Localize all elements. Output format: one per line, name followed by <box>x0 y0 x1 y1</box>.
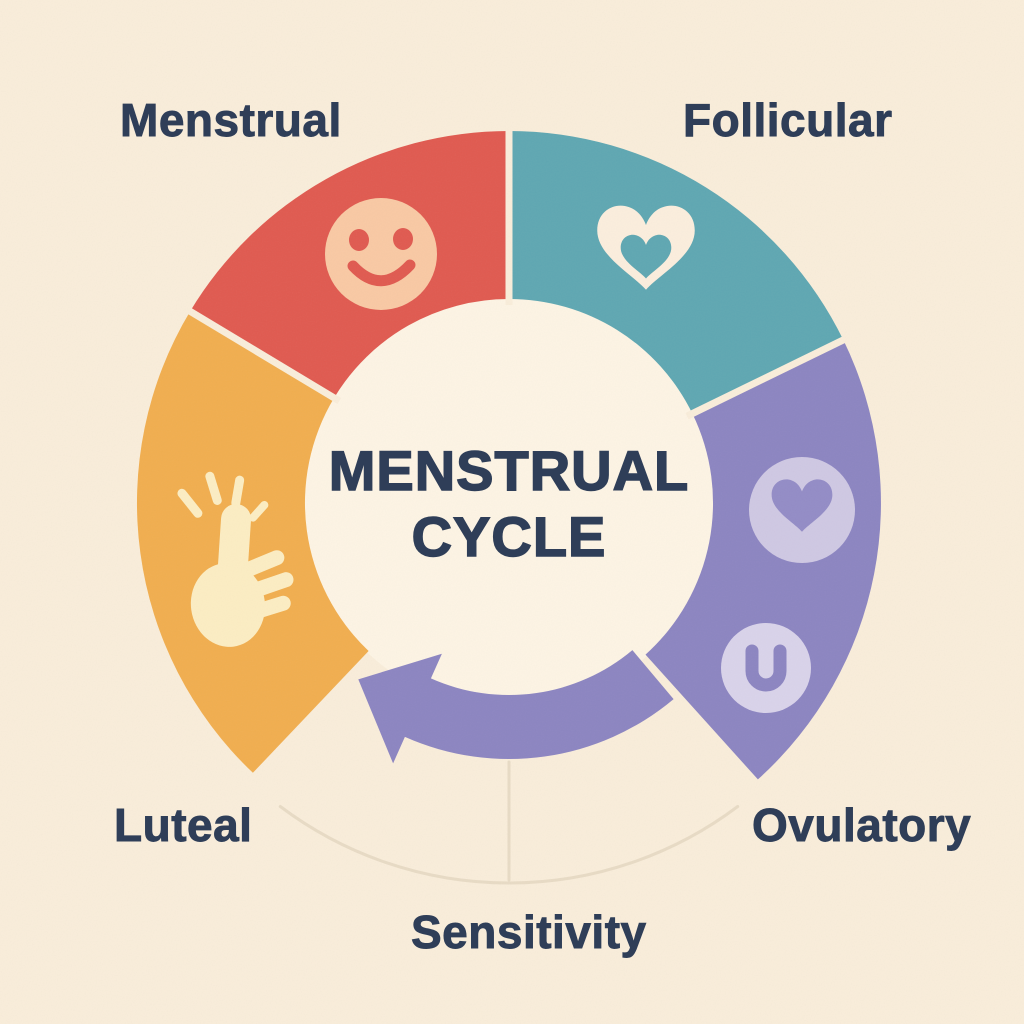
label-follicular: Follicular <box>683 94 893 147</box>
center-title: MENSTRUAL CYCLE <box>259 438 759 570</box>
label-luteal: Luteal <box>114 799 253 852</box>
center-title-line2: CYCLE <box>411 504 607 569</box>
center-title-line1: MENSTRUAL <box>328 438 690 503</box>
label-menstrual: Menstrual <box>120 94 342 147</box>
label-sensitivity: Sensitivity <box>411 906 647 959</box>
label-ovulatory: Ovulatory <box>752 799 972 852</box>
